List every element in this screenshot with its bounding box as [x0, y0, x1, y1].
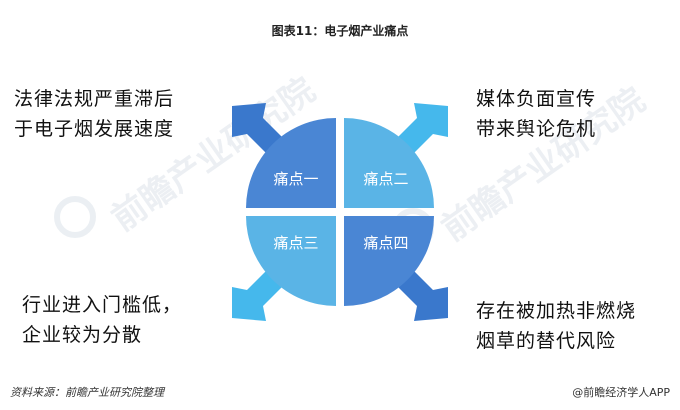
- pain-point-4-text: 存在被加热非燃烧 烟草的替代风险: [476, 296, 636, 356]
- pain-point-3-line-1: 行业进入门槛低，: [22, 294, 183, 316]
- quadrant-pain-point-3: [246, 216, 336, 306]
- pain-point-2-line-1: 媒体负面宣传: [476, 88, 597, 110]
- quadrant-label-4: 痛点四: [363, 234, 408, 252]
- pain-point-3-text: 行业进入门槛低， 企业较为分散: [22, 290, 182, 350]
- source-note: 资料来源：前瞻产业研究院整理: [10, 386, 164, 399]
- watermark-logo-icon: [54, 196, 96, 238]
- quadrant-pain-point-2: [344, 118, 434, 208]
- pain-point-1-line-2: 于电子烟发展速度: [14, 118, 175, 140]
- pain-point-2-text: 媒体负面宣传 带来舆论危机: [476, 84, 596, 144]
- pain-point-2-line-2: 带来舆论危机: [476, 118, 597, 140]
- pain-point-4-line-2: 烟草的替代风险: [476, 330, 617, 352]
- quadrant-label-3: 痛点三: [273, 234, 318, 252]
- quadrant-label-1: 痛点一: [273, 170, 318, 188]
- pain-point-1-text: 法律法规严重滞后 于电子烟发展速度: [14, 84, 174, 144]
- page-title: 图表11：电子烟产业痛点: [271, 24, 409, 38]
- pain-point-3-line-2: 企业较为分散: [22, 324, 143, 346]
- brand-credit: @前瞻经济学人APP: [572, 386, 670, 399]
- pain-point-1-line-1: 法律法规严重滞后: [14, 88, 175, 110]
- quadrant-pain-point-4: [344, 216, 434, 306]
- quadrant-label-2: 痛点二: [363, 170, 408, 188]
- pain-point-4-line-1: 存在被加热非燃烧: [476, 300, 637, 322]
- quadrant-pain-point-1: [246, 118, 336, 208]
